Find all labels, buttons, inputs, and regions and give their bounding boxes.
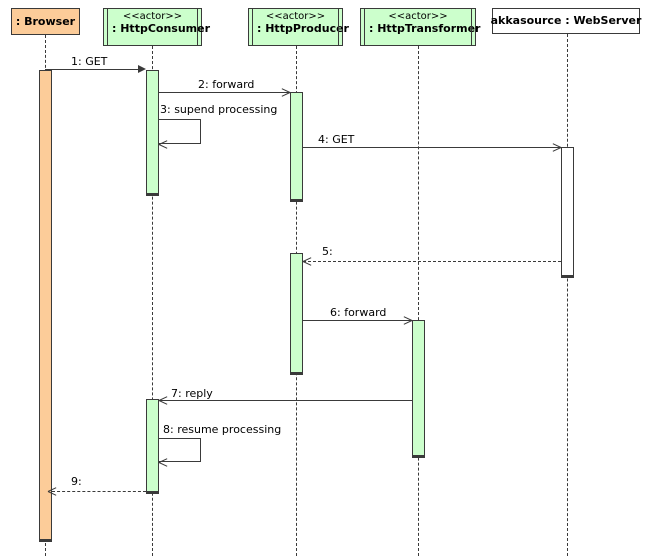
message-line-9 bbox=[52, 491, 146, 492]
participant-header-httpconsumer[interactable]: <<actor>> : HttpConsumer bbox=[103, 8, 211, 46]
message-arrowhead-3 bbox=[159, 140, 168, 149]
message-label-3: 3: supend processing bbox=[160, 103, 278, 116]
message-label-4: 4: GET bbox=[318, 133, 355, 146]
stereotype-httpproducer: <<actor>> bbox=[265, 11, 326, 22]
lifeline-httpconsumer bbox=[152, 46, 153, 556]
participant-header-browser[interactable]: : Browser bbox=[11, 8, 80, 35]
message-line-6 bbox=[303, 320, 412, 321]
message-arrowhead-7 bbox=[159, 396, 168, 405]
lifeline-httptransformer bbox=[418, 46, 419, 556]
message-line-4 bbox=[303, 147, 561, 148]
participant-name-httpproducer: : HttpProducer bbox=[257, 21, 349, 35]
participant-name-webserver: akkasource : WebServer bbox=[490, 14, 642, 28]
message-arrowhead-9 bbox=[48, 487, 57, 496]
message-arrowhead-8 bbox=[159, 458, 168, 467]
lifeline-webserver bbox=[567, 34, 568, 556]
message-arrowhead-4 bbox=[552, 143, 561, 152]
message-selfloop-3 bbox=[159, 119, 201, 144]
message-line-2 bbox=[159, 92, 290, 93]
stereotype-httpconsumer: <<actor>> bbox=[122, 11, 183, 22]
message-line-7 bbox=[159, 400, 412, 401]
message-selfloop-8 bbox=[159, 438, 201, 462]
message-arrowhead-2 bbox=[281, 88, 290, 97]
message-label-6: 6: forward bbox=[330, 306, 387, 319]
activation-bar-browser bbox=[39, 70, 52, 542]
message-label-1: 1: GET bbox=[71, 55, 108, 68]
message-arrowhead-6 bbox=[403, 316, 412, 325]
activation-bar-httpconsumer-2 bbox=[146, 399, 159, 494]
participant-name-browser: : Browser bbox=[15, 14, 76, 28]
message-label-8: 8: resume processing bbox=[163, 423, 282, 436]
stereotype-httptransformer: <<actor>> bbox=[388, 11, 448, 22]
activation-bar-httpproducer-1 bbox=[290, 92, 303, 202]
participant-name-httpconsumer: : HttpConsumer bbox=[112, 21, 211, 35]
participant-name-httptransformer: : HttpTransformer bbox=[369, 21, 481, 35]
message-line-5 bbox=[303, 261, 561, 262]
message-line-1 bbox=[45, 69, 144, 70]
message-label-5: 5: bbox=[322, 245, 333, 258]
activation-bar-webserver bbox=[561, 147, 574, 278]
message-label-7: 7: reply bbox=[171, 387, 213, 400]
activation-bar-httpproducer-2 bbox=[290, 253, 303, 375]
message-label-2: 2: forward bbox=[198, 78, 255, 91]
participant-header-httpproducer[interactable]: <<actor>> : HttpProducer bbox=[248, 8, 349, 46]
participant-header-httptransformer[interactable]: <<actor>> : HttpTransformer bbox=[360, 8, 481, 46]
activation-bar-httptransformer bbox=[412, 320, 425, 458]
activation-bar-httpconsumer-1 bbox=[146, 70, 159, 196]
message-arrowhead-1 bbox=[138, 65, 146, 73]
message-label-9: 9: bbox=[71, 475, 82, 488]
participant-header-webserver[interactable]: akkasource : WebServer bbox=[490, 8, 642, 34]
message-arrowhead-5 bbox=[303, 257, 312, 266]
